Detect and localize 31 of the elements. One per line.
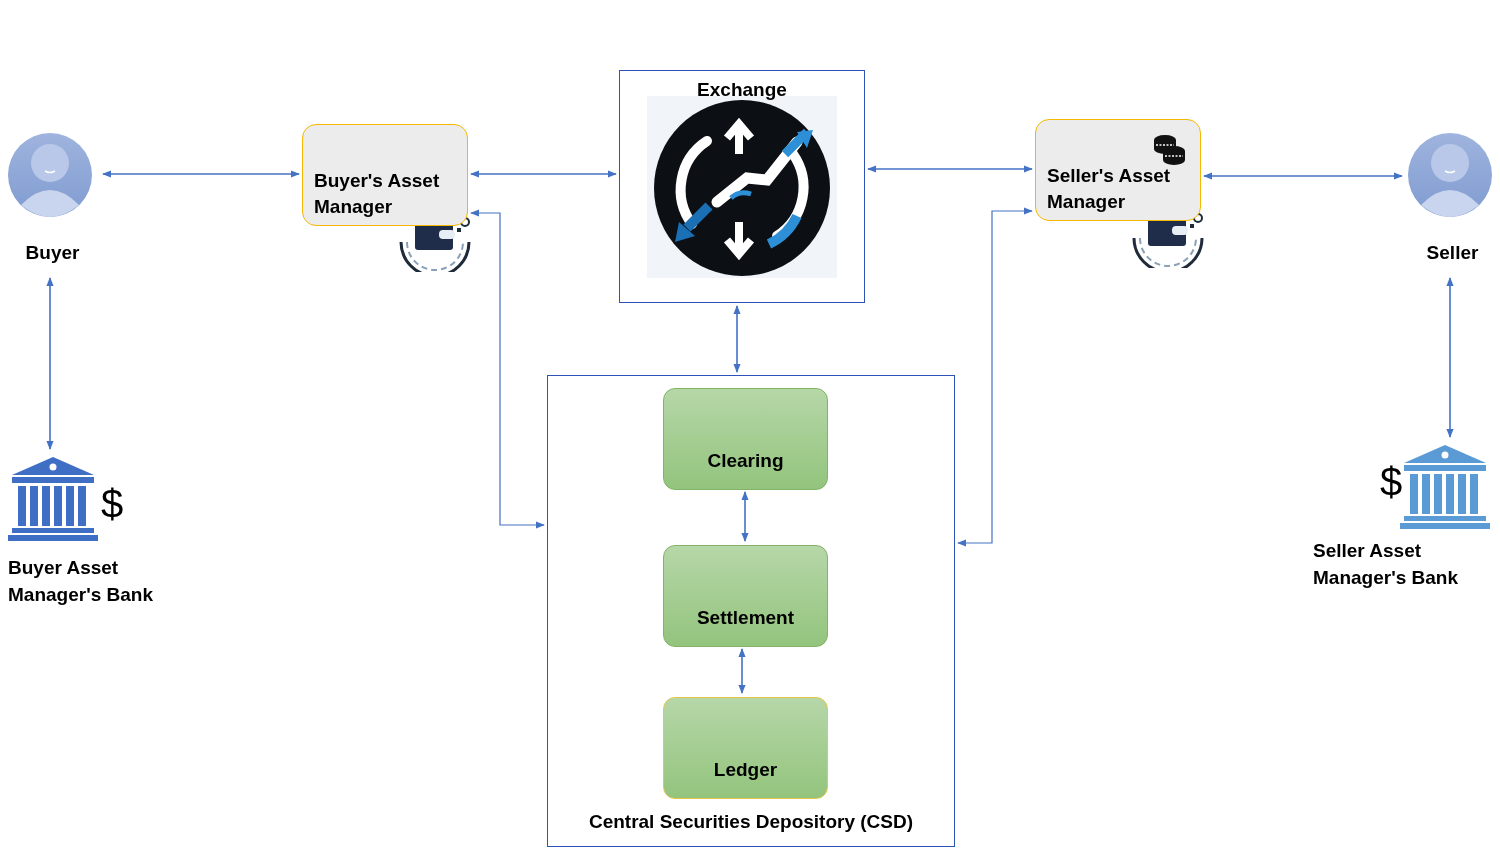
node-label: Buyer: [24, 241, 81, 265]
process-box: [663, 697, 828, 799]
container-box: [547, 375, 955, 847]
container-box: [619, 70, 865, 303]
process-box: [663, 545, 828, 647]
arrow: [733, 305, 741, 373]
node-label: Central Securities Depository (CSD): [587, 810, 915, 835]
arrow: [470, 209, 545, 529]
arrow: [738, 648, 746, 694]
node-label: Seller: [1425, 241, 1480, 265]
arrow: [867, 165, 1033, 173]
node-label: Clearing: [707, 449, 784, 474]
arrow: [1203, 172, 1403, 180]
node-label: Exchange: [696, 78, 788, 102]
node-label: Seller's Asset Manager: [1047, 163, 1172, 215]
process-box: [1035, 119, 1201, 221]
arrow: [46, 277, 54, 450]
node-label: Buyer Asset Manager's Bank: [8, 556, 154, 607]
node-label: Buyer's Asset Manager: [314, 168, 441, 220]
arrow: [470, 170, 617, 178]
node-label: Seller Asset Manager's Bank: [1313, 539, 1459, 590]
arrow: [1446, 277, 1454, 438]
node-label: Settlement: [696, 606, 795, 631]
process-box: [663, 388, 828, 490]
process-box: [302, 124, 468, 226]
arrow: [102, 170, 300, 178]
arrow: [741, 491, 749, 542]
dollar-sign: $: [101, 484, 124, 524]
node-label: Ledger: [713, 758, 778, 783]
arrow: [957, 207, 1033, 547]
dollar-sign: $: [1380, 462, 1403, 502]
